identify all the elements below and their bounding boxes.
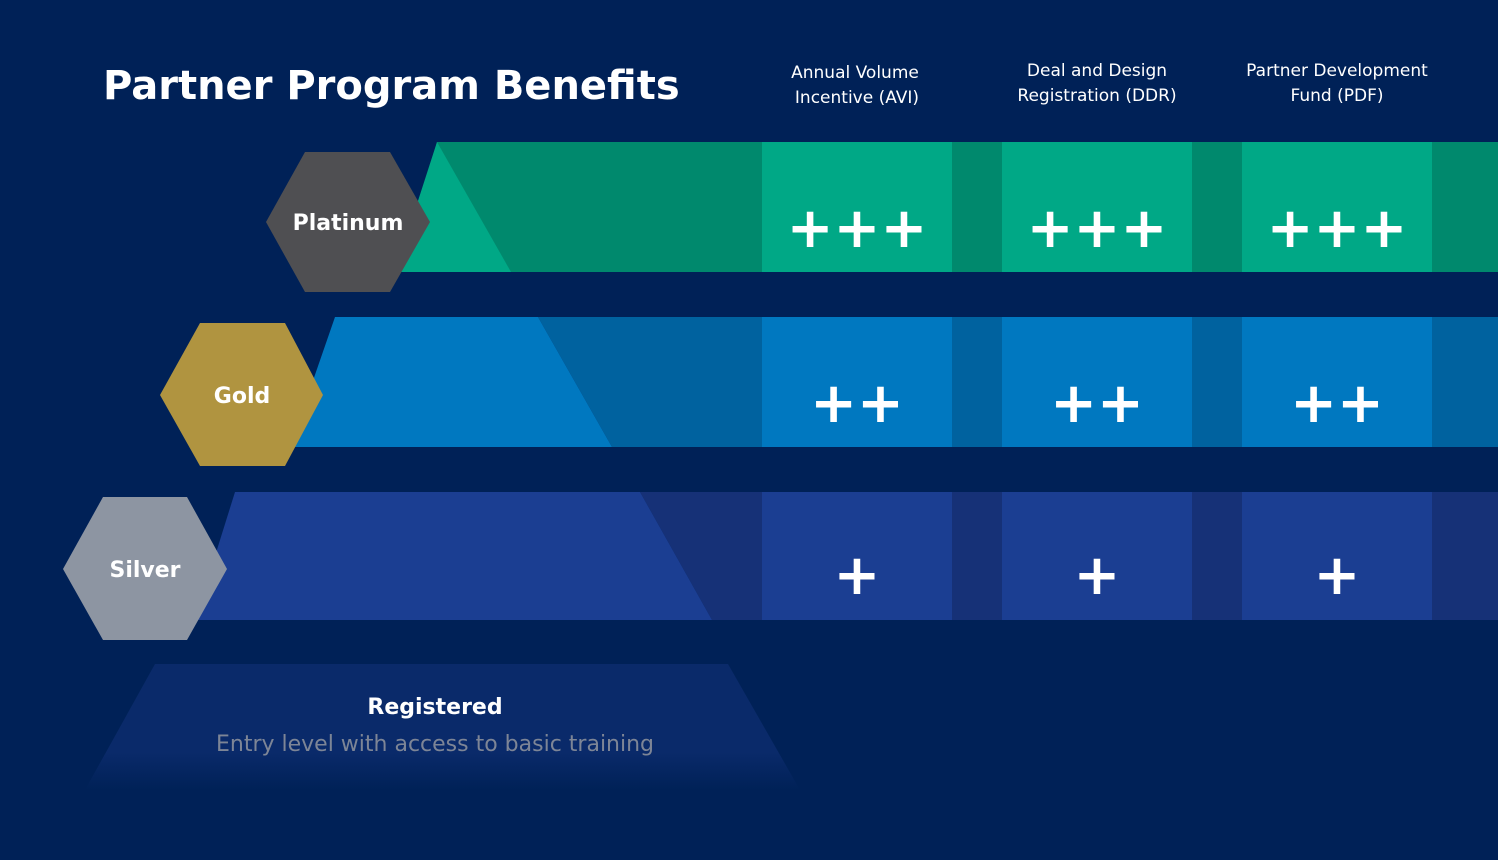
benefit-cell (762, 317, 952, 447)
tier-row-silver: + + + Silver (63, 492, 1498, 640)
benefit-cell (1242, 317, 1432, 447)
tier-row-gold: ++ ++ ++ Gold (160, 317, 1498, 466)
tier-row-platinum: +++ +++ +++ Platinum (266, 142, 1498, 292)
column-header-line: Registration (DDR) (1017, 86, 1176, 106)
benefit-cell (1242, 142, 1432, 272)
tier-label-gold: Gold (214, 384, 270, 409)
benefit-cell (762, 492, 952, 620)
benefit-cell (1242, 492, 1432, 620)
benefit-cell (1002, 492, 1192, 620)
benefit-level: + (1074, 543, 1121, 608)
row-accent (395, 142, 511, 272)
benefit-level: ++ (810, 371, 904, 436)
benefit-cell (1002, 317, 1192, 447)
benefit-level: + (1314, 543, 1361, 608)
benefit-level: +++ (1027, 196, 1168, 261)
tier-label-platinum: Platinum (293, 211, 404, 236)
registered-title: Registered (367, 695, 502, 720)
tier-badge-hexagon (160, 323, 323, 466)
column-header-line: Fund (PDF) (1291, 86, 1384, 106)
row-accent (290, 317, 612, 447)
column-header-pdf: Partner Development Fund (PDF) (1246, 61, 1428, 106)
column-header-line: Incentive (AVI) (795, 88, 919, 108)
column-header-ddr: Deal and Design Registration (DDR) (1017, 61, 1176, 106)
benefit-level: ++ (1290, 371, 1384, 436)
tier-badge-hexagon (63, 497, 227, 640)
registered-band (85, 664, 800, 790)
benefit-level: +++ (787, 196, 928, 261)
registered-description: Entry level with access to basic trainin… (216, 732, 654, 757)
benefit-level: ++ (1050, 371, 1144, 436)
benefit-level: + (834, 543, 881, 608)
page-title: Partner Program Benefits (103, 63, 680, 109)
column-header-line: Partner Development (1246, 61, 1428, 81)
row-accent (195, 492, 712, 620)
column-header-line: Annual Volume (791, 63, 919, 83)
tier-registered: Registered Entry level with access to ba… (85, 664, 800, 790)
benefit-level: +++ (1267, 196, 1408, 261)
tier-label-silver: Silver (109, 558, 180, 583)
tier-badge-hexagon (266, 152, 430, 292)
column-header-line: Deal and Design (1027, 61, 1167, 81)
benefit-cell (1002, 142, 1192, 272)
benefit-cell (762, 142, 952, 272)
column-header-avi: Annual Volume Incentive (AVI) (791, 63, 919, 108)
